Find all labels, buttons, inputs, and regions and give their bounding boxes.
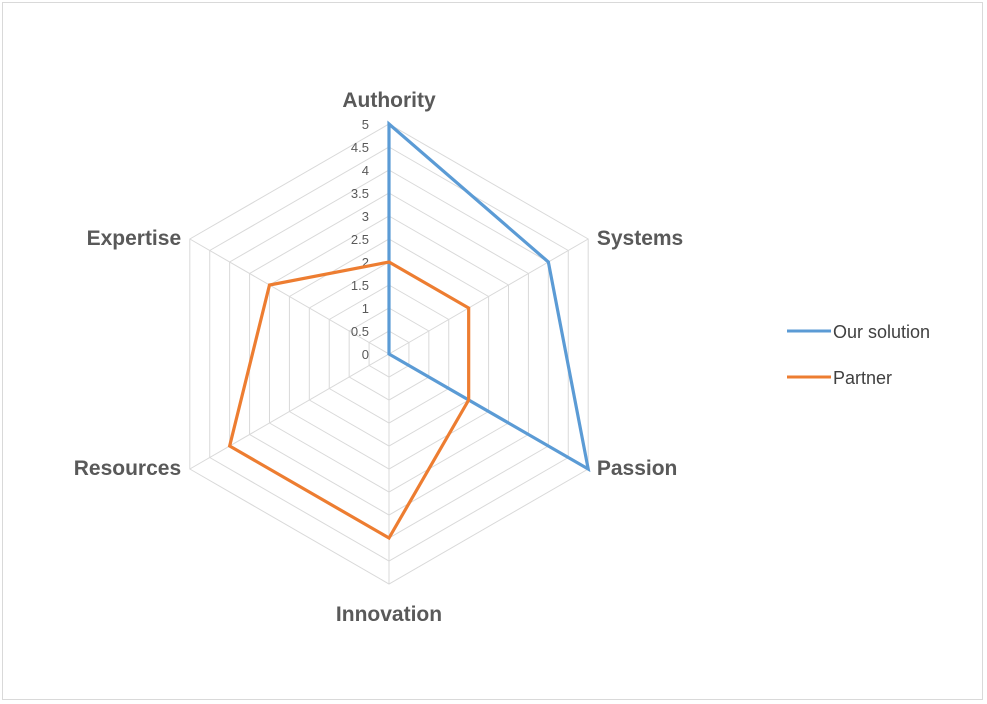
legend-item-partner: Partner [787, 368, 892, 388]
legend-label-partner: Partner [833, 368, 892, 388]
axis-spoke [189, 353, 390, 470]
category-label-authority: Authority [342, 89, 436, 112]
tick-label: 4.5 [351, 140, 369, 155]
tick-label: 2 [362, 255, 369, 270]
axis-spoke [388, 238, 589, 355]
series-lines [227, 120, 591, 541]
tick-label: 5 [362, 117, 369, 132]
category-label-innovation: Innovation [336, 603, 442, 626]
tick-label: 3 [362, 209, 369, 224]
category-label-resources: Resources [74, 457, 181, 480]
legend-item-our-solution: Our solution [787, 322, 930, 342]
series-line-our-solution [387, 120, 591, 473]
category-label-passion: Passion [597, 457, 678, 480]
category-label-systems: Systems [597, 227, 683, 250]
series-line-partner [227, 260, 471, 541]
tick-label: 4 [362, 163, 369, 178]
axis-spoke [189, 238, 390, 355]
tick-label: 0.5 [351, 324, 369, 339]
tick-label: 0 [362, 347, 369, 362]
tick-label: 2.5 [351, 232, 369, 247]
tick-label: 3.5 [351, 186, 369, 201]
category-label-expertise: Expertise [87, 227, 182, 250]
tick-label: 1 [362, 301, 369, 316]
tick-label: 1.5 [351, 278, 369, 293]
radial-tick-labels: 0 0.5 1 1.5 2 2.5 3 3.5 4 4.5 5 [351, 117, 369, 362]
legend: Our solution Partner [787, 322, 930, 388]
legend-label-our-solution: Our solution [833, 322, 930, 342]
